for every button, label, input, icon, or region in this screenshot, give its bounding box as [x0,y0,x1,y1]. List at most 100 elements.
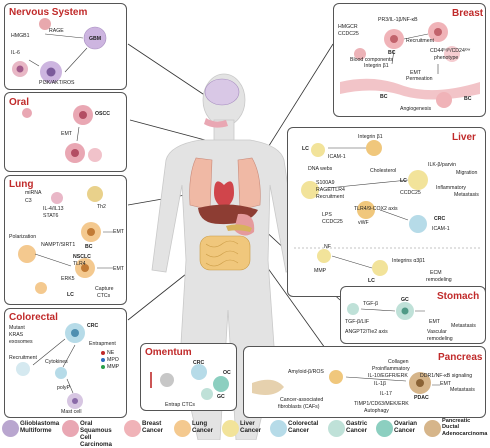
panel-omentum: Omentum CRC OC GC Entrap CTCs [140,343,237,411]
label-permeation: Permeation [406,76,433,82]
label-amyloid: Amyloid-β/ROS [288,369,324,375]
label-ccdc25: CCDC25 [338,31,359,37]
label-remodeling: remodeling [426,277,452,283]
legend-swatch [62,420,79,437]
label-lc: LC [67,292,74,298]
label-nf: NF [324,244,331,250]
label-angiogenesis: Angiogenesis [400,106,432,112]
panel-title: Pancreas [438,352,483,363]
label-hmgcr: HMGCR [338,24,358,30]
label-emt: EMT [410,70,421,76]
label-crc: CRC [193,360,205,366]
label-bc: BC [388,50,396,56]
intestine-organ [199,235,251,271]
panel-nervous-system: Nervous System HMGB1 RAGE GBM IL-6 PI3K/… [4,3,127,90]
legend-swatch [222,420,239,437]
label-cytokines: Cytokines [45,359,68,365]
panel-title: Stomach [437,291,480,302]
label-crc: CRC [434,216,446,222]
label-tgfb: TGF-β [363,301,379,307]
panel-title: Colorectal [9,312,58,323]
label-emt: EMT [429,319,440,325]
label-migration: Migration [456,170,478,176]
label-inflammatory: Inflammatory [436,185,466,191]
label-ddr1: DDR1/NF-κB signaling [420,373,473,379]
label-metastasis: Metastasis [454,192,479,198]
label-lc-2: LC [400,178,407,184]
label-recruitment: Recruitment [316,194,344,200]
label-vascular: Vascular [427,329,447,335]
label-hmgb1: HMGB1 [11,33,30,39]
label-lc: LC [302,146,309,152]
legend-swatch [174,420,191,437]
label-emt: EMT [61,131,72,137]
lung-left [189,157,213,211]
panel-lung: Lung miRNA C3 Th2 IL-4/IL13 STAT6 BC EMT… [4,175,127,305]
legend-label: Colorectal Cancer [288,420,319,434]
label-metastasis: Metastasis [451,323,476,329]
label-rage: RAGE [49,28,64,34]
label-emt-1: EMT [113,229,124,235]
label-lps: LPS [322,212,332,218]
panel-title: Nervous System [9,7,88,18]
label-pr3: PR3/IL-1β/NF-κB [378,17,418,23]
legend-label: Gastric Cancer [346,420,368,434]
label-tgfblif: TGF-β/LIF [345,319,370,325]
label-mirna: miRNA [25,190,42,196]
label-integrin: Integrin β1 [364,63,389,69]
label-integrin: Integrin β1 [358,134,383,140]
label-integrins: Integrins α3β1 [392,258,426,264]
panel-breast: Breast HMGCR CCDC25 PR3/IL-1β/NF-κB Recr… [333,3,486,117]
label-ctcs: CTCs [97,293,111,299]
label-ilk: ILK-β/parvin [428,162,457,168]
label-emt-2: EMT [113,266,124,272]
label-recruitment: Recruitment [406,38,434,44]
label-autophagy: Autophagy [364,408,389,414]
label-s100a9: S100A9 [316,180,335,186]
panel-liver: Liver Integrin β1 LC ICAM-1 DNA webs S10… [287,127,486,297]
label-capture: Capture [95,286,114,292]
legend-swatch [270,420,287,437]
label-nsclc: NSCLC [73,254,91,260]
label-vwf: vWF [358,220,369,226]
label-collagen: Collagen [388,359,409,365]
label-blood: Blood components [350,57,393,63]
label-il6: IL-6 [11,50,20,56]
label-pi3k: PI3K/AKT/ROS [39,80,75,86]
label-nampt: NAMPT/SIRT1 [41,242,76,248]
label-remodeling: remodeling [427,336,453,342]
label-c3: C3 [25,198,32,204]
label-il17: IL-17 [380,391,392,397]
label-ccdc25-b: CCDC25 [322,219,343,225]
legend: Glioblastoma Multiforme Oral Squamous Ce… [0,418,490,448]
legend-label: Pancreatic Ductal Adenocarcinoma [442,418,488,437]
label-icam1: ICAM-1 [328,154,346,160]
label-gbm: GBM [89,36,102,42]
panel-title: Oral [9,97,30,108]
panel-title: Lung [9,179,34,190]
label-oc: OC [223,370,231,376]
label-emt: EMT [440,381,451,387]
panel-oral: Oral OSCC EMT [4,92,127,172]
label-mast-cell: Mast cell [61,409,82,415]
panel-title: Breast [452,8,484,19]
label-il10: IL-10/EGFR/ERK [368,373,408,379]
legend-label: Glioblastoma Multiforme [20,420,60,434]
legend-label: Oral Squamous Cell Carcinoma [80,420,112,448]
label-polyp: polyP [57,385,70,391]
label-exosomes: exosomes [9,339,33,345]
label-kras: KRAS [9,332,24,338]
panel-title: Liver [452,132,476,143]
label-cd44: CD44ʰⁱᵍʰ/CD24ˡᵒʷ [430,48,471,54]
label-mutant: Mutant [9,325,25,331]
label-ccdc25: CCDC25 [400,190,421,196]
label-crc: CRC [87,323,99,329]
label-icam1-b: ICAM-1 [432,226,450,232]
legend-label: Ovarian Cancer [394,420,418,434]
panel-colorectal: Colorectal Mutant KRAS exosomes CRC Entr… [4,308,127,418]
legend-label: Breast Cancer [142,420,163,434]
label-entrapment: Entrapment [89,341,116,347]
legend-swatch [2,420,19,437]
label-stat6: STAT6 [43,213,59,219]
label-mmp: MMP [314,268,327,274]
